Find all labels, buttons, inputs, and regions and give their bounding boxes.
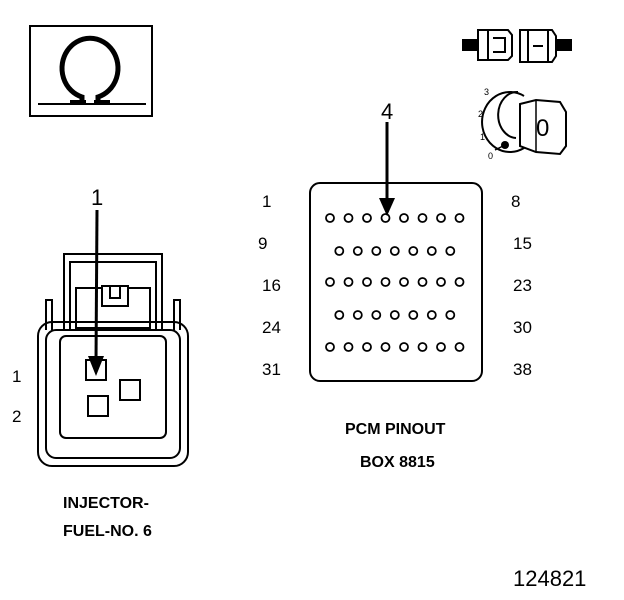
pcm-right-pin-number: 23 [513,276,532,295]
pcm-pin [399,277,409,287]
pcm-pin [426,310,437,320]
figure-number: 124821 [513,566,587,591]
pcm-callout-arrow [379,122,395,216]
pcm-right-pin-number: 15 [513,234,532,253]
pcm-pin [380,342,391,352]
pcm-pin [389,310,400,320]
pcm-left-pin-number: 24 [262,318,281,337]
key-head-label: 0 [536,115,550,142]
pcm-pin [334,246,345,256]
pcm-left-pin-number: 1 [262,192,272,211]
key-position-0: 0 [488,151,494,161]
pcm-left-pin-number: 9 [258,234,268,253]
injector-pin-2-cavity [87,395,109,417]
injector-caption-line1: INJECTOR- [63,495,149,512]
pcm-left-pin-number: 31 [262,360,281,379]
pcm-pin [454,277,465,287]
injector-pin-2-label: 2 [12,407,22,426]
pcm-pin [408,246,419,256]
ohmmeter-icon [29,25,153,117]
injector-callout-number: 1 [91,185,104,210]
pcm-pin [334,310,345,320]
pcm-pin [325,342,335,352]
pcm-pin [445,246,456,256]
pcm-left-pin-number: 16 [262,276,281,295]
injector-caption-line2: FUEL-NO. 6 [63,523,152,540]
pcm-right-pin-number: 30 [513,318,532,337]
pcm-pin-grid [325,213,465,352]
pcm-pin [325,277,335,287]
pcm-pin [436,277,446,287]
pcm-pin [408,310,419,320]
pcm-right-pin-number: 38 [513,360,532,379]
pcm-pin [362,213,372,223]
injector-callout-arrow [88,209,104,376]
pcm-pin [380,213,391,223]
pcm-connector [309,182,483,382]
pcm-pin [352,310,363,320]
pcm-pin [417,277,428,287]
ignition-key-icon [481,90,567,156]
key-position-3: 3 [484,87,490,97]
pcm-pin [352,246,363,256]
pcm-caption-line1: PCM PINOUT [345,421,446,438]
pcm-pin [417,342,428,352]
pcm-pin [362,342,372,352]
pcm-pin [399,213,409,223]
pcm-pin [436,342,446,352]
pcm-caption-line2: BOX 8815 [360,454,435,471]
pcm-callout-number: 4 [381,99,394,124]
pcm-pin [389,246,400,256]
pcm-pin [380,277,391,287]
pcm-pin [454,213,465,223]
pcm-pin [399,342,409,352]
pcm-right-pin-number: 8 [511,192,521,211]
injector-connector [37,253,189,467]
pcm-pin [436,213,446,223]
key-position-1: 1 [480,132,486,142]
pcm-pin [362,277,372,287]
pcm-pin [445,310,456,320]
pcm-pin [343,342,354,352]
pcm-pin [371,310,382,320]
injector-pin-1-label: 1 [12,367,22,386]
pcm-pin [426,246,437,256]
pcm-pin [454,342,465,352]
key-position-2: 2 [478,109,484,119]
pcm-pin [417,213,428,223]
pcm-pin [325,213,335,223]
connector-disconnect-icon [462,29,572,63]
pcm-pin [343,277,354,287]
pcm-pin [343,213,354,223]
pcm-pin [371,246,382,256]
